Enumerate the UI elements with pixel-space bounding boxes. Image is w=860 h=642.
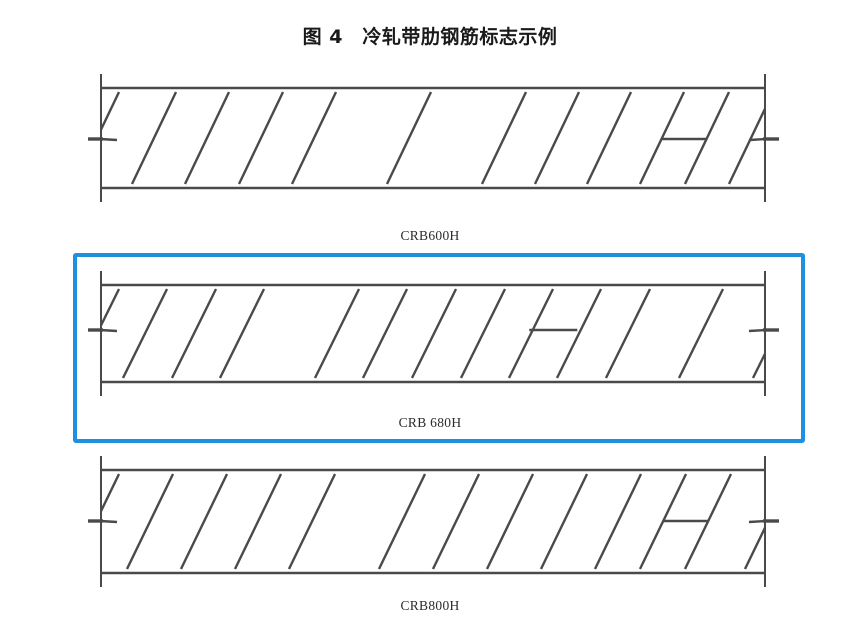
bar-label-crb680h: CRB 680H (398, 415, 462, 430)
rib-7 (533, 91, 581, 185)
rib-1 (125, 473, 175, 570)
rib-7 (485, 473, 535, 570)
rib-2 (179, 473, 229, 570)
bar-label-crb800h: CRB800H (400, 598, 460, 613)
rib-0 (101, 288, 121, 329)
rib-8 (507, 288, 555, 379)
rib-5 (361, 288, 409, 379)
rib-12 (751, 351, 765, 379)
rib-3 (218, 288, 266, 379)
rib-group (101, 91, 819, 185)
rib-8 (585, 91, 633, 185)
rib-2 (170, 288, 218, 379)
rib-3 (237, 91, 285, 185)
rib-10 (604, 288, 652, 379)
left-end-arrow (99, 137, 118, 142)
rib-group (101, 473, 765, 570)
rib-9 (555, 288, 603, 379)
rib-6 (431, 473, 481, 570)
rib-3 (233, 473, 283, 570)
rib-11 (683, 473, 733, 570)
rib-7 (459, 288, 507, 379)
rib-6 (480, 91, 528, 185)
rib-0 (101, 91, 121, 133)
bar-label-crb600h: CRB600H (400, 228, 460, 243)
rib-9 (593, 473, 643, 570)
right-end-arrow (748, 519, 767, 524)
rib-6 (410, 288, 458, 379)
rib-11 (677, 288, 725, 379)
rib-4 (290, 91, 338, 185)
left-end-arrow (99, 328, 118, 333)
rib-4 (313, 288, 361, 379)
rib-8 (539, 473, 589, 570)
rib-2 (183, 91, 231, 185)
rib-4 (287, 473, 337, 570)
rib-1 (130, 91, 178, 185)
rib-0 (101, 473, 121, 514)
rebar-diagram-crb680h (88, 271, 779, 396)
rib-group (101, 288, 765, 379)
left-end-arrow (99, 519, 118, 524)
right-end-arrow (748, 137, 767, 142)
rib-9 (638, 91, 686, 185)
rib-5 (377, 473, 427, 570)
rib-12 (743, 524, 765, 570)
figure-title: 图 4 冷轧带肋钢筋标志示例 (302, 26, 558, 48)
rebar-diagram-crb800h (88, 456, 779, 587)
right-end-arrow (748, 328, 767, 333)
rebar-diagram-crb600h (88, 74, 819, 202)
rib-1 (121, 288, 169, 379)
rib-11 (727, 105, 765, 185)
rib-5 (385, 91, 433, 185)
rib-12 (775, 92, 819, 184)
